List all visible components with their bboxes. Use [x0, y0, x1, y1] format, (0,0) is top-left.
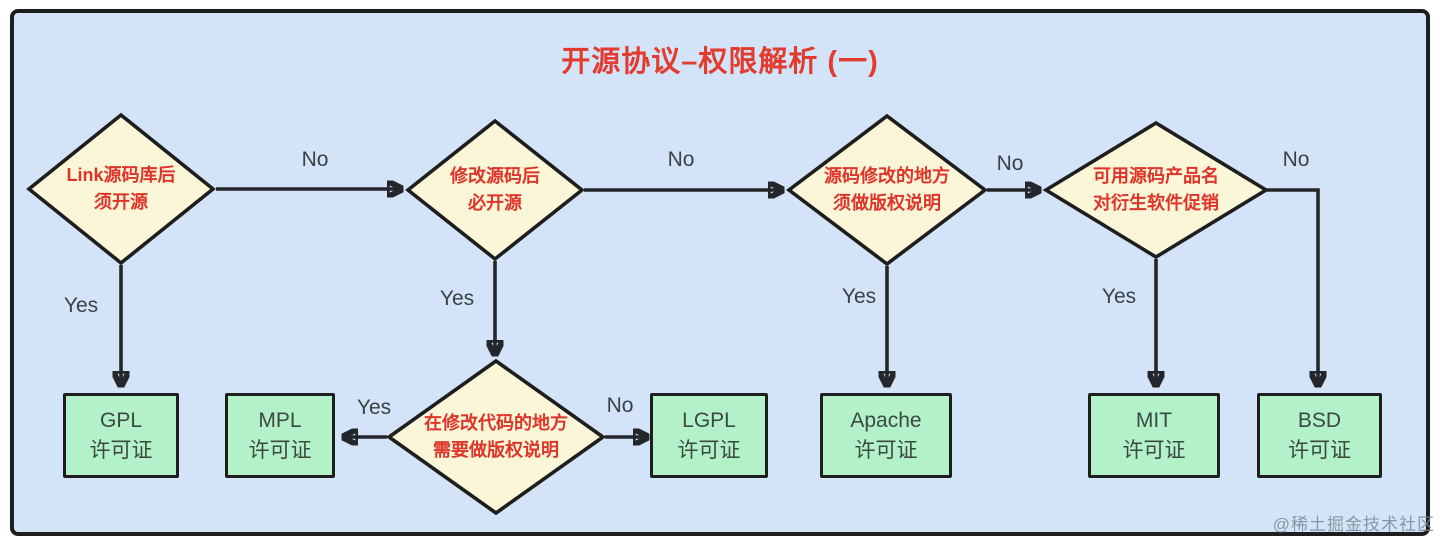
decision-use-name-for-promotion: 可用源码产品名对衍生软件促销	[1046, 123, 1266, 257]
decision-text: 可用源码产品名对衍生软件促销	[1093, 166, 1219, 213]
decision-text: 在修改代码的地方需要做版权说明	[424, 413, 568, 460]
edge-label-no-d3-d4: No	[996, 152, 1024, 175]
edge-label-yes-d3-apache: Yes	[841, 285, 877, 308]
edge-label-no-d4-bsd: No	[1282, 148, 1310, 171]
decision-modified-code-copyright-notice: 源码修改的地方须做版权说明	[789, 116, 985, 264]
diamond-shape	[1046, 123, 1266, 257]
community-watermark: @稀土掘金技术社区	[1272, 515, 1435, 534]
edge-label-yes-d5-mpl: Yes	[356, 396, 392, 419]
decision-text: Link源码库后须开源	[66, 165, 176, 212]
decision-text: 修改源码后必开源	[450, 166, 540, 213]
edge-label-yes-d1-gpl: Yes	[63, 294, 99, 317]
diagram-title: 开源协议–权限解析 (一)	[561, 46, 879, 78]
edge-label-yes-d4-mit: Yes	[1101, 285, 1137, 308]
edge-label-no-d5-lgpl: No	[606, 394, 634, 417]
decision-modify-must-open-source: 修改源码后必开源	[408, 121, 582, 259]
diamond-shape	[29, 115, 213, 263]
decision-text: 源码修改的地方须做版权说明	[824, 166, 950, 213]
diamond-shape	[789, 116, 985, 264]
decision-link-must-open-source: Link源码库后须开源	[29, 115, 213, 263]
diamond-shape	[408, 121, 582, 259]
decision-modified-place-needs-copyright: 在修改代码的地方需要做版权说明	[389, 361, 603, 513]
edge-label-yes-d2-d5: Yes	[439, 287, 475, 310]
edge-label-no-d2-d3: No	[667, 148, 695, 171]
diamond-shape	[389, 361, 603, 513]
edge-label-no-d1-d2: No	[301, 148, 329, 171]
